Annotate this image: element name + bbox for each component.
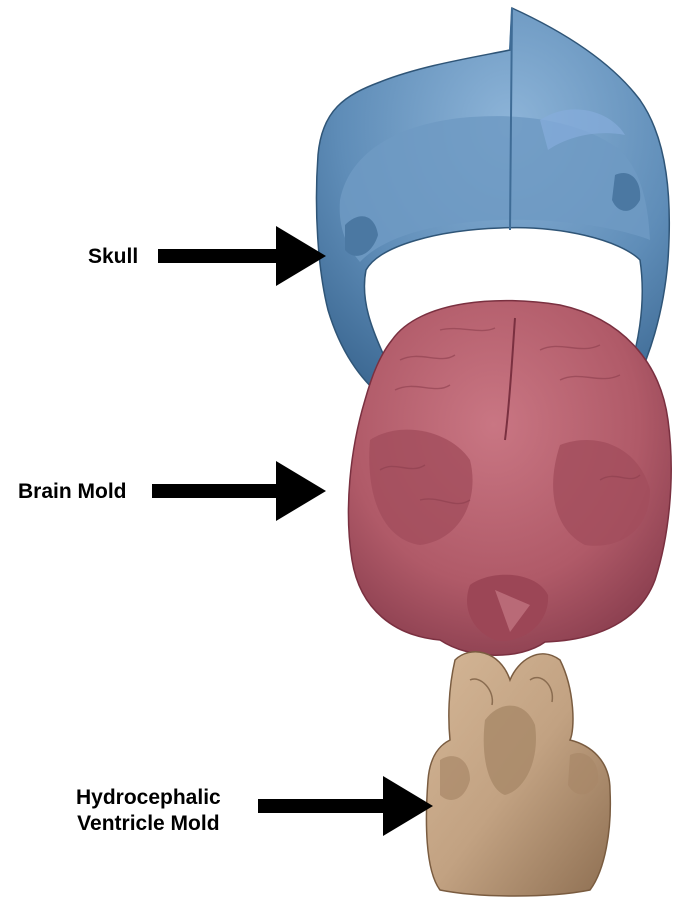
- ventricle-mold-label: Hydrocephalic Ventricle Mold: [76, 785, 221, 837]
- ventricle-label-line1: Hydrocephalic: [76, 785, 221, 811]
- brain-shape: [348, 301, 671, 656]
- ventricle-arrow: [258, 776, 433, 836]
- brain-mold-label: Brain Mold: [18, 479, 127, 505]
- ventricle-label-line2: Ventricle Mold: [76, 811, 221, 837]
- brain-arrow: [152, 461, 326, 521]
- ventricle-shape: [426, 652, 610, 896]
- skull-label: Skull: [88, 244, 138, 270]
- skull-arrow: [158, 226, 326, 286]
